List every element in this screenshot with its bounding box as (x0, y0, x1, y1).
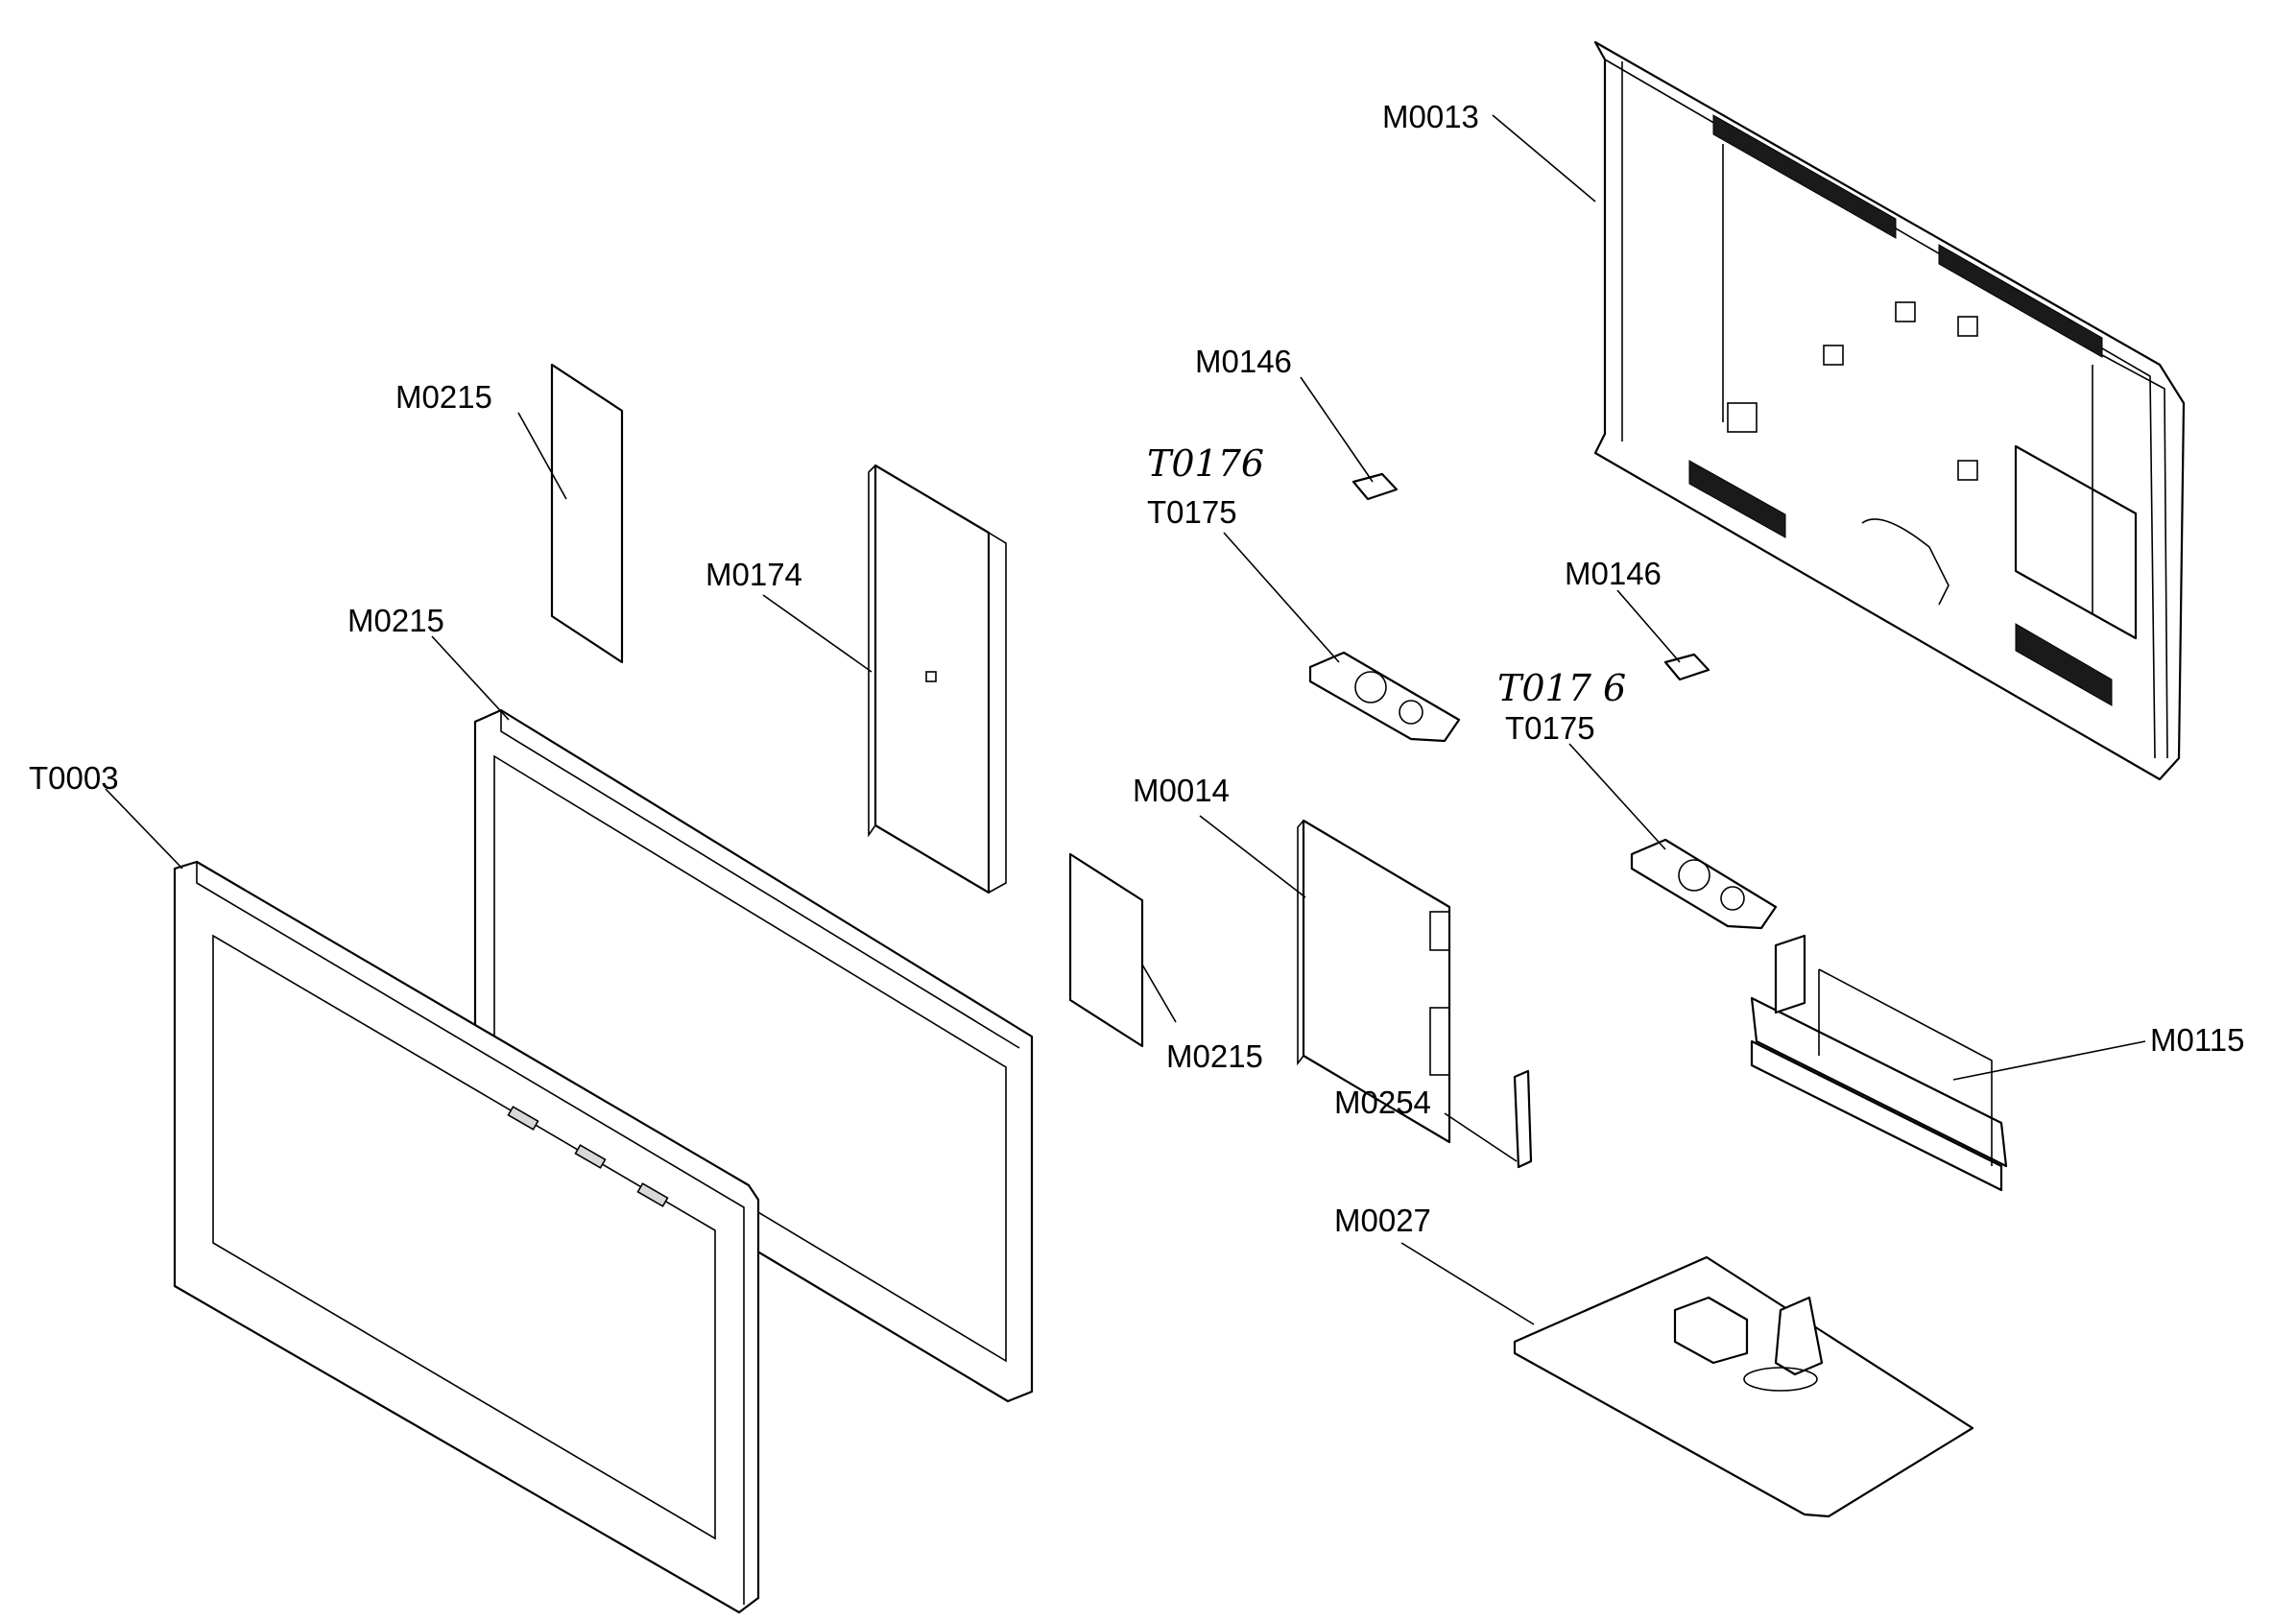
label-t0175-b: T0175 (1505, 710, 1595, 746)
leader-m0215-c (1141, 964, 1177, 1023)
part-front-bezel (173, 860, 760, 1614)
leader-lines (105, 114, 2146, 1325)
label-m0215-a: M0215 (395, 379, 492, 415)
leader-m0014 (1199, 815, 1306, 898)
part-main-board (1297, 819, 1451, 1144)
part-speaker-b (1630, 838, 1778, 930)
label-m0013: M0013 (1382, 99, 1479, 134)
part-clip-b (1663, 653, 1710, 681)
leader-t0175-a (1223, 532, 1340, 663)
leader-m0115 (1952, 1040, 2146, 1081)
part-small-bracket (1513, 1069, 1533, 1169)
label-m0254: M0254 (1334, 1085, 1431, 1120)
label-m0027: M0027 (1334, 1203, 1431, 1238)
part-stand-bracket (1750, 934, 2008, 1192)
leader-m0013 (1492, 114, 1596, 203)
label-t0176-a: T0176 (1147, 442, 1264, 485)
leader-m0027 (1400, 1242, 1535, 1325)
leader-m0174 (762, 594, 873, 673)
part-clip-a (1351, 472, 1399, 501)
part-rear-cabinet (1593, 40, 2186, 781)
part-shield-b (1068, 852, 1144, 1048)
leader-m0146-a (1300, 376, 1374, 483)
label-m0215-b: M0215 (347, 603, 444, 638)
label-m0215-c: M0215 (1166, 1038, 1263, 1074)
leader-m0254 (1444, 1112, 1518, 1162)
leader-m0215-a (517, 412, 567, 500)
label-t0176-b: T017 6 (1497, 667, 1626, 709)
label-m0146-b: M0146 (1565, 556, 1662, 591)
label-m0115: M0115 (2150, 1022, 2244, 1058)
leader-m0146-b (1616, 589, 1681, 663)
label-m0146-a: M0146 (1195, 344, 1292, 379)
part-power-board (868, 464, 1007, 894)
part-stand-base (1513, 1255, 1974, 1518)
part-speaker-a (1308, 651, 1461, 743)
leader-m0215-b (431, 635, 510, 721)
label-t0003: T0003 (29, 760, 119, 796)
leader-t0175-b (1568, 743, 1666, 850)
part-shield-a (550, 363, 624, 664)
label-m0174: M0174 (706, 557, 802, 592)
label-t0175-a: T0175 (1147, 494, 1237, 530)
leader-t0003 (105, 788, 183, 870)
label-m0014: M0014 (1133, 773, 1230, 808)
